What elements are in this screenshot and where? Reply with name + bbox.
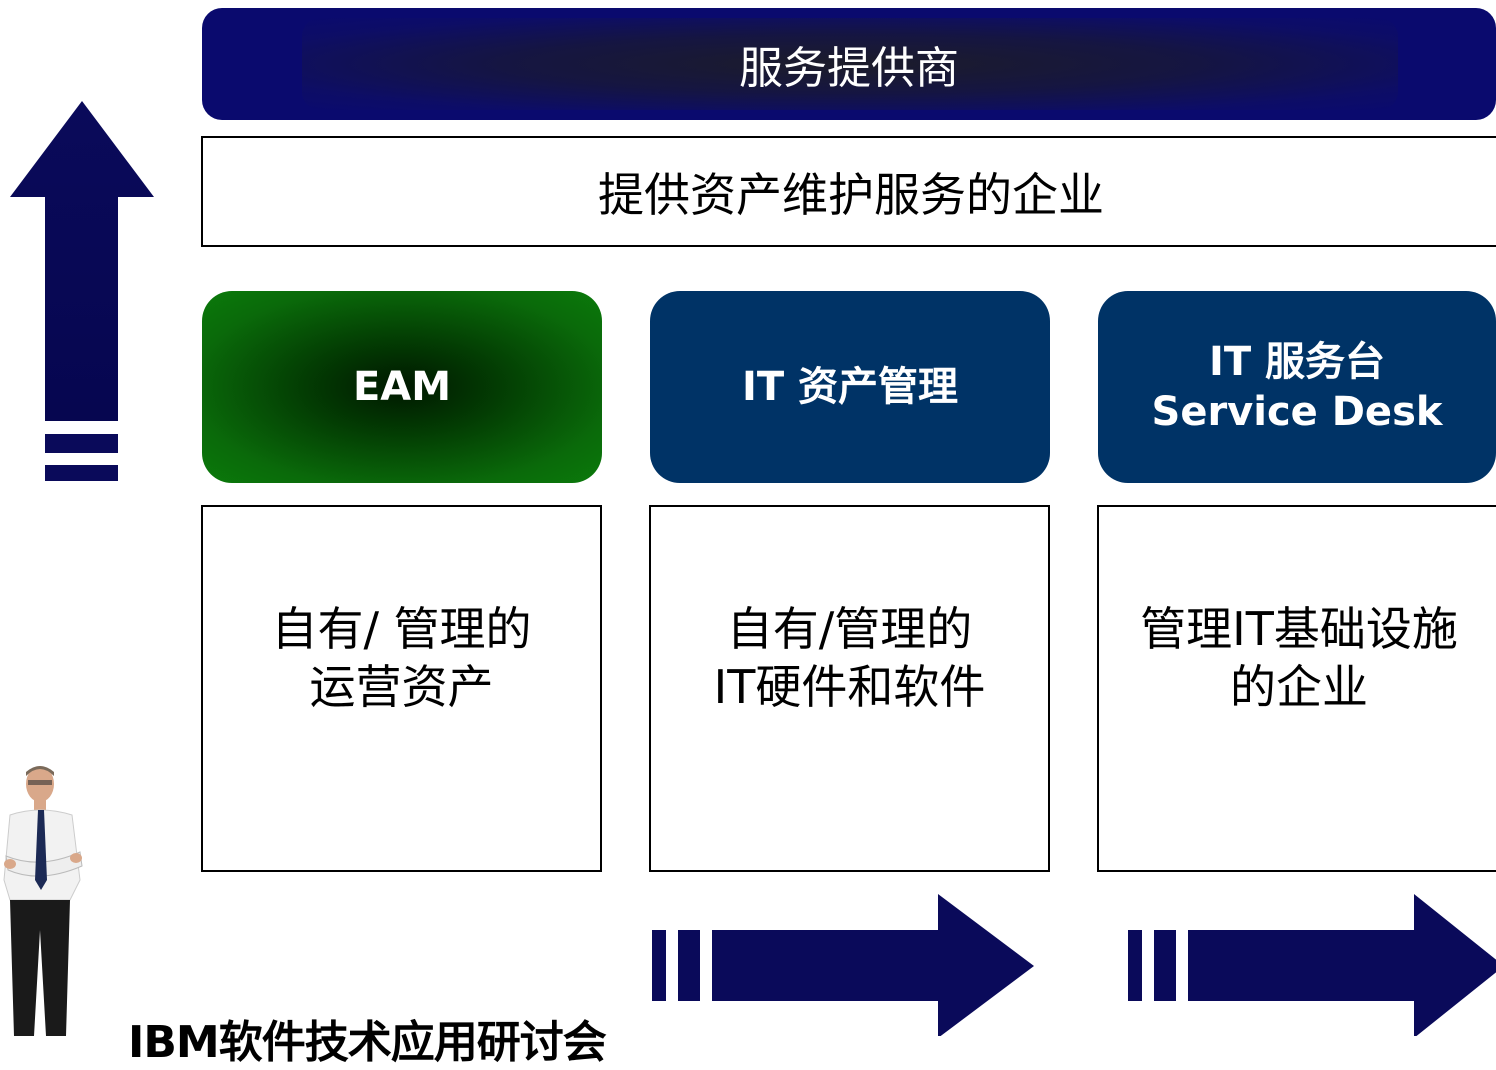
category-itsd-label-line1: IT 服务台 [1208, 339, 1386, 385]
category-itsd-label-line2: Service Desk [1151, 389, 1443, 435]
presenter-figure [3, 766, 83, 1036]
description-eam-line2: 运营资产 [309, 659, 494, 714]
category-eam-label: EAM [352, 364, 452, 410]
up-arrow-icon [10, 101, 154, 481]
seminar-title: IBM软件技术应用研讨会 [128, 1017, 607, 1068]
description-itsd-line1: 管理IT基础设施 [1140, 602, 1458, 656]
description-eam: 自有/ 管理的 运营资产 [201, 505, 602, 872]
right-arrow-icon [1128, 894, 1496, 1036]
description-itam: 自有/管理的 IT硬件和软件 [649, 505, 1050, 872]
right-arrow-icon [652, 894, 1034, 1036]
description-itam-line1: 自有/管理的 [726, 602, 973, 656]
asset-maintenance-enterprise-bar: 提供资产维护服务的企业 [201, 136, 1496, 247]
category-it-service-desk: IT 服务台 Service Desk [1098, 291, 1496, 483]
description-eam-line1: 自有/ 管理的 [271, 602, 532, 656]
description-itsd-line2: 的企业 [1229, 659, 1368, 714]
description-itam-line2: IT硬件和软件 [713, 659, 986, 714]
category-eam: EAM [202, 291, 602, 483]
service-provider-banner: 服务提供商 [202, 8, 1496, 120]
category-it-asset-management: IT 资产管理 [650, 291, 1050, 483]
category-itam-label: IT 资产管理 [741, 364, 959, 410]
service-provider-label: 服务提供商 [739, 43, 959, 94]
description-itsd: 管理IT基础设施 的企业 [1097, 505, 1496, 872]
